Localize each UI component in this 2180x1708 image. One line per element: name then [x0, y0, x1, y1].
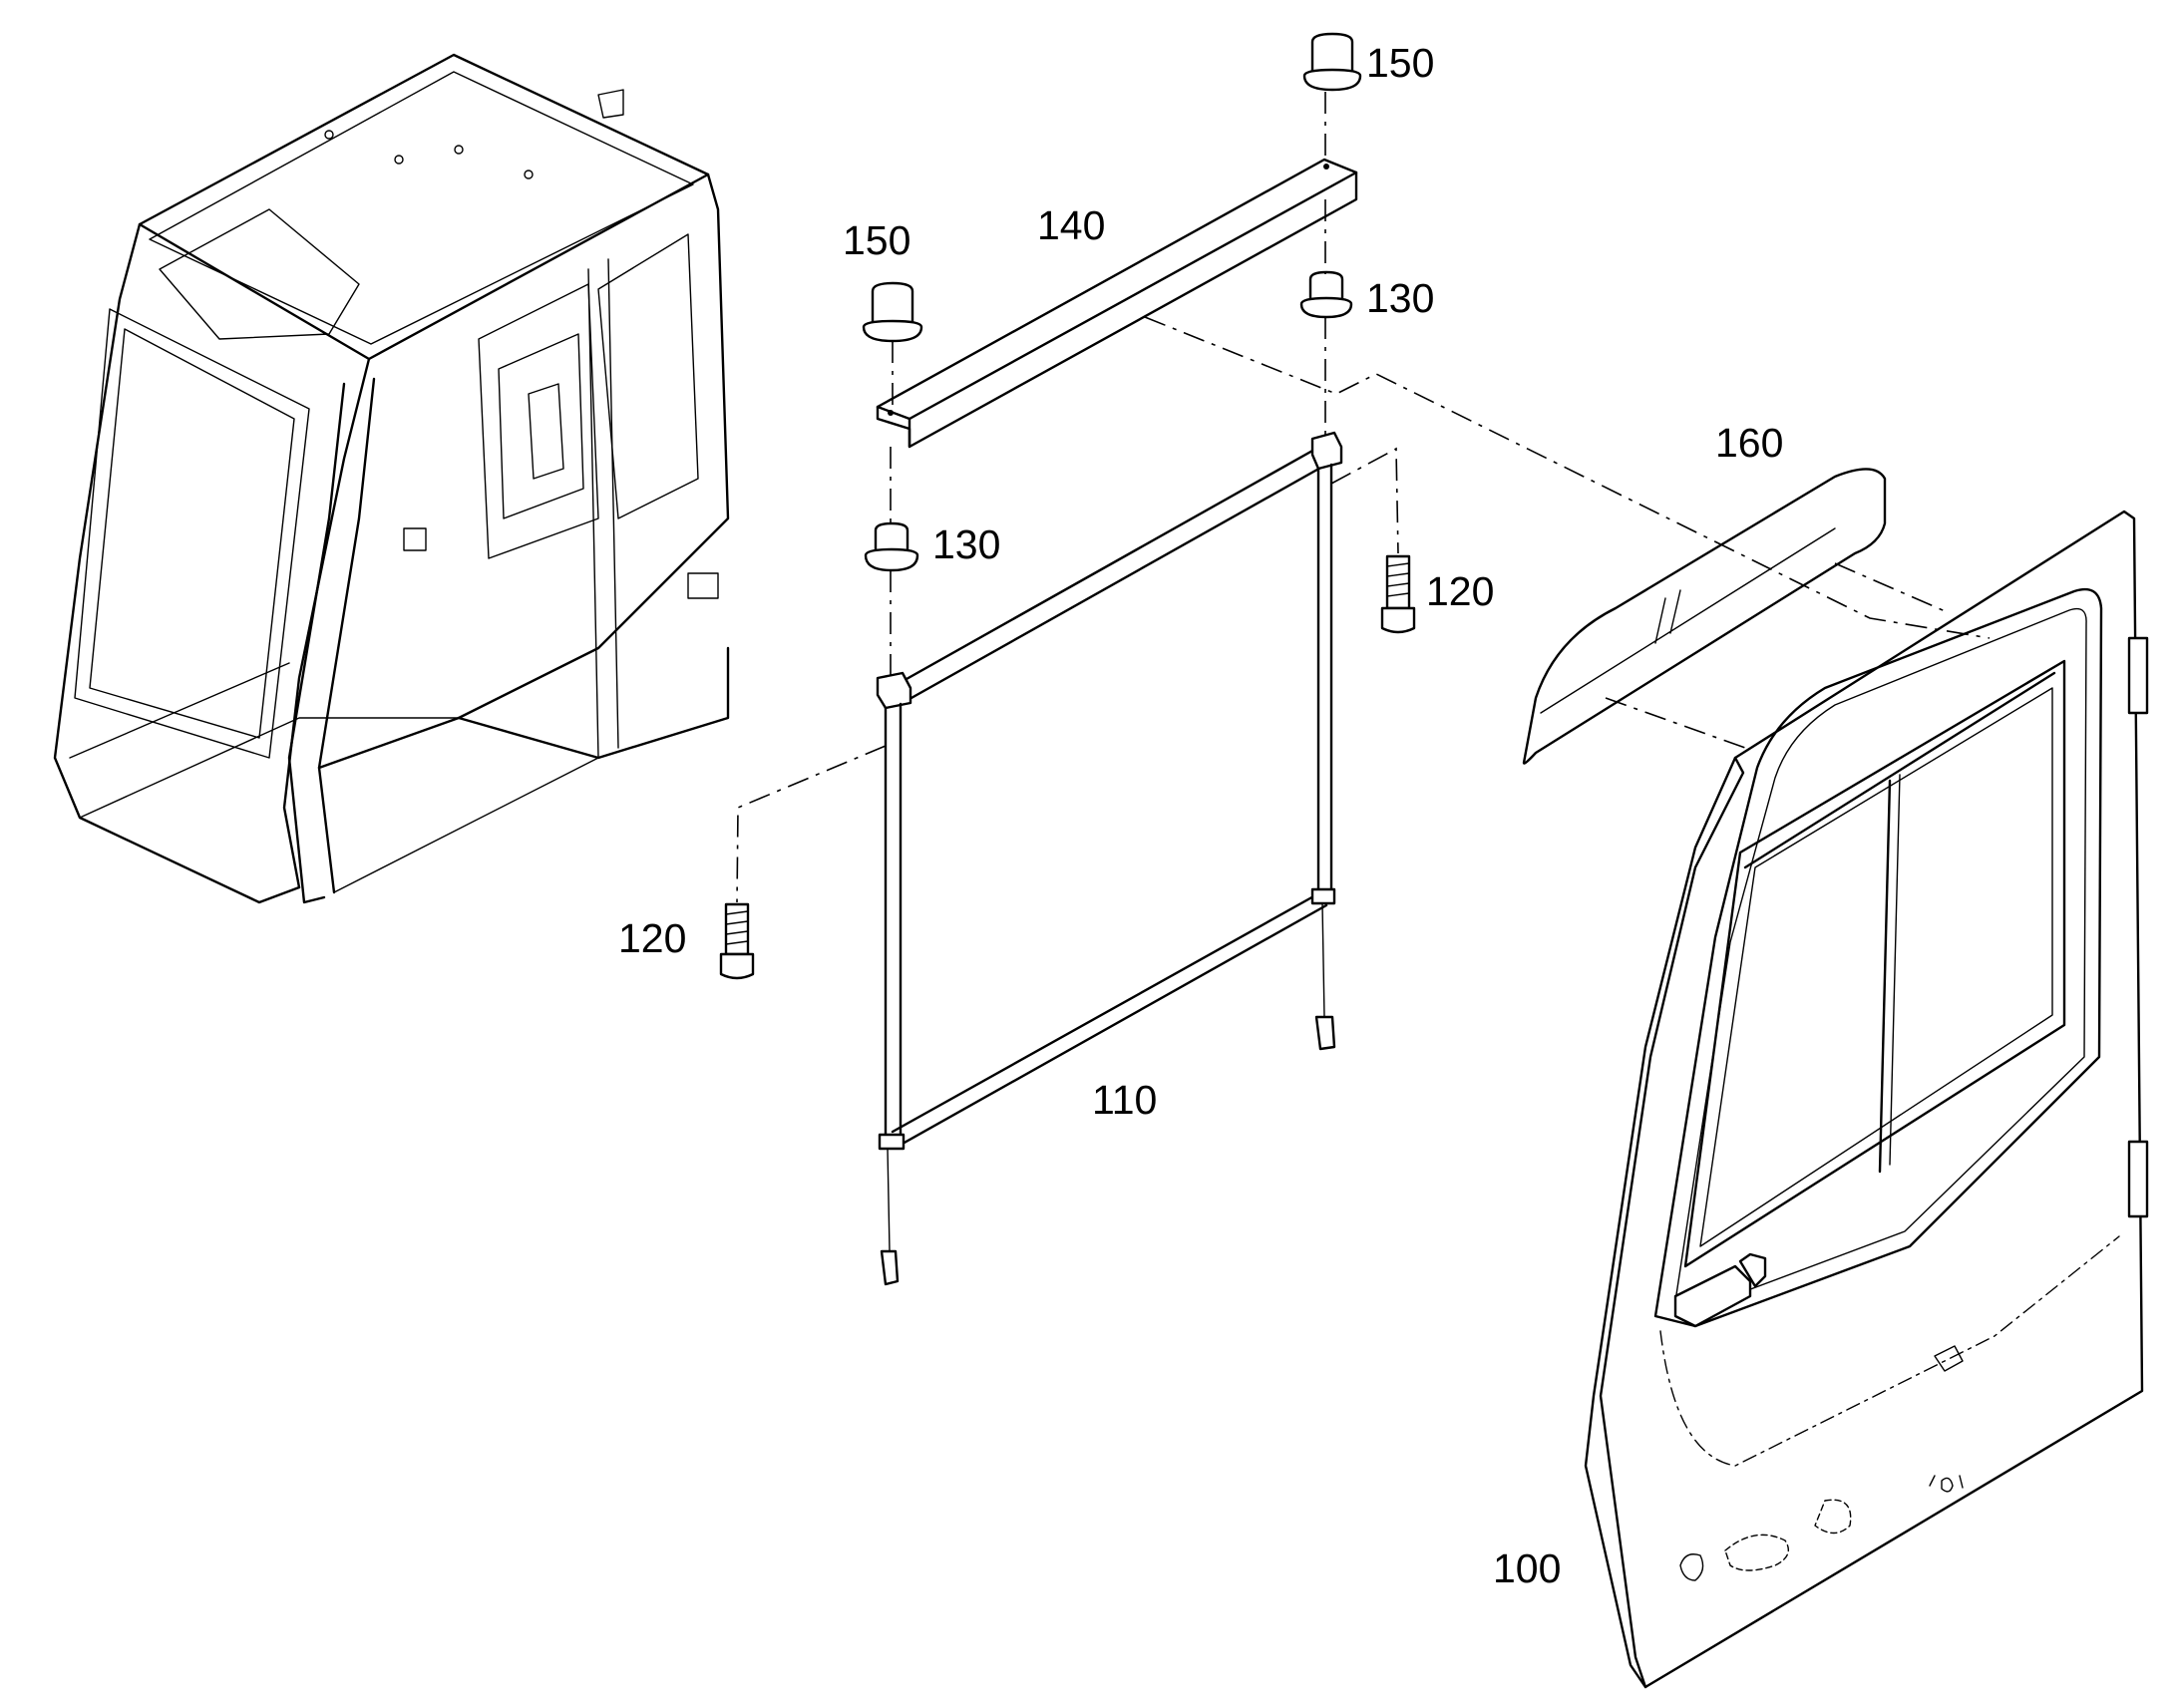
callout-150-left: 150 — [843, 217, 910, 263]
part-140-rail — [876, 158, 1358, 449]
part-110-roller-blind — [876, 431, 1343, 1286]
callout-labels: 150 140 150 130 130 160 120 120 110 100 — [618, 40, 1783, 1591]
part-120-bolt-right — [1380, 554, 1416, 634]
callout-130-left: 130 — [932, 521, 1000, 567]
part-130-bushing-right — [1299, 270, 1353, 319]
part-160-visor — [1522, 468, 1887, 765]
callout-130-right: 130 — [1366, 275, 1434, 321]
callout-120-left: 120 — [618, 915, 686, 961]
part-150-cap-left — [862, 281, 923, 343]
callout-140: 140 — [1037, 202, 1105, 248]
callout-110: 110 — [1092, 1077, 1157, 1123]
callout-160: 160 — [1715, 420, 1783, 466]
part-120-bolt-left — [719, 902, 755, 980]
part-150-cap-top — [1302, 32, 1362, 92]
callout-100: 100 — [1493, 1545, 1561, 1591]
part-130-bushing-left — [864, 521, 919, 572]
callout-150-top: 150 — [1366, 40, 1434, 86]
callout-120-right: 120 — [1426, 568, 1494, 614]
part-100-door — [1584, 510, 2149, 1689]
leader-lines — [736, 92, 1991, 903]
operator-cab — [53, 53, 730, 904]
